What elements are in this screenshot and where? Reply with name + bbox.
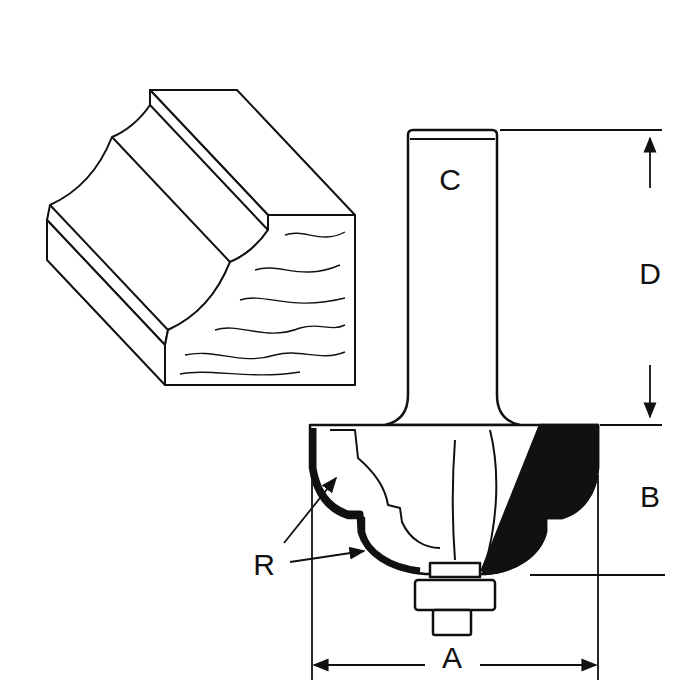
carbide-edge xyxy=(313,428,420,571)
shank-groove xyxy=(410,138,495,140)
dimension-label: R xyxy=(250,549,278,581)
dimension-label: B xyxy=(637,481,663,513)
molding-edge xyxy=(50,205,168,330)
leader-line xyxy=(290,551,364,562)
grain-line xyxy=(285,232,345,237)
cutter-body xyxy=(310,425,598,574)
dimension-label: A xyxy=(439,642,465,674)
dimension-arrow xyxy=(649,365,651,417)
dimension-label: C xyxy=(436,164,464,196)
grain-line xyxy=(185,352,345,359)
molding-edge xyxy=(354,215,356,385)
dimension-arrow xyxy=(480,664,596,666)
shank xyxy=(385,130,520,425)
wood-grain xyxy=(180,232,345,375)
extension-line xyxy=(597,475,599,680)
leader-line xyxy=(284,478,336,543)
dimension-label: D xyxy=(636,258,664,290)
router-bit xyxy=(310,130,598,635)
extension-line xyxy=(311,475,313,680)
grain-line xyxy=(240,298,345,303)
grain-line xyxy=(180,372,300,375)
extension-line xyxy=(500,129,662,131)
bearing-washer xyxy=(430,563,480,577)
molding-end-face xyxy=(165,215,355,385)
molding-edge xyxy=(150,105,268,230)
molding-front-face xyxy=(47,220,165,385)
molding-illustration xyxy=(47,90,355,385)
bearing xyxy=(415,580,495,610)
cutter-flute xyxy=(453,440,455,560)
cutter-flute xyxy=(330,430,440,548)
grain-line xyxy=(215,325,345,333)
bearing-screw xyxy=(433,610,471,635)
cutter-flute xyxy=(485,430,496,565)
dimension-arrow xyxy=(649,138,651,188)
dimension-lines xyxy=(284,130,665,680)
carbide-cutter xyxy=(482,425,598,574)
dimension-arrow xyxy=(314,664,425,666)
molding-edge xyxy=(112,137,230,262)
grain-line xyxy=(255,265,340,272)
extension-line xyxy=(600,424,662,426)
